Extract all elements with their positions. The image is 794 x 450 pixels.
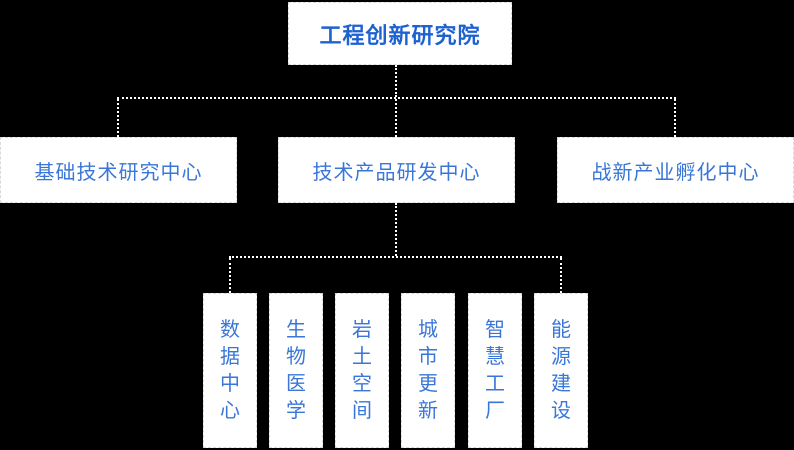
connector-level1-horizontal (117, 97, 676, 99)
node-data-center: 数据中心 (203, 293, 257, 448)
node-urban-renewal: 城市更新 (401, 293, 455, 448)
node-tech-product-center: 技术产品研发中心 (278, 137, 515, 203)
connector-root-riser (395, 65, 397, 97)
node-tech-product-center-label: 技术产品研发中心 (312, 161, 481, 184)
node-smart-factory-label: 智慧工厂 (485, 318, 505, 422)
connector-drop-incubation (674, 99, 676, 137)
node-institute: 工程创新研究院 (288, 2, 512, 65)
node-basic-tech-center: 基础技术研究中心 (0, 137, 237, 203)
node-geotechnical-space: 岩土空间 (335, 293, 389, 448)
node-urban-renewal-label: 城市更新 (418, 318, 438, 422)
node-energy-construction-label: 能源建设 (551, 318, 571, 422)
node-biomedicine: 生物医学 (269, 293, 323, 448)
node-industry-incubation-center: 战新产业孵化中心 (557, 137, 794, 203)
node-data-center-label: 数据中心 (220, 318, 240, 422)
node-energy-construction: 能源建设 (534, 293, 588, 448)
connector-drop-left-end (229, 258, 231, 293)
connector-drop-tech-product (395, 99, 397, 137)
node-institute-label: 工程创新研究院 (319, 22, 481, 48)
node-biomedicine-label: 生物医学 (286, 318, 306, 422)
node-smart-factory: 智慧工厂 (468, 293, 522, 448)
node-industry-incubation-center-label: 战新产业孵化中心 (591, 161, 760, 184)
connector-drop-basic-tech (117, 99, 119, 137)
node-geotechnical-space-label: 岩土空间 (352, 318, 372, 422)
connector-level2-horizontal (229, 256, 562, 258)
connector-drop-right-end (560, 258, 562, 293)
node-basic-tech-center-label: 基础技术研究中心 (34, 161, 203, 184)
connector-mid-riser (395, 203, 397, 256)
